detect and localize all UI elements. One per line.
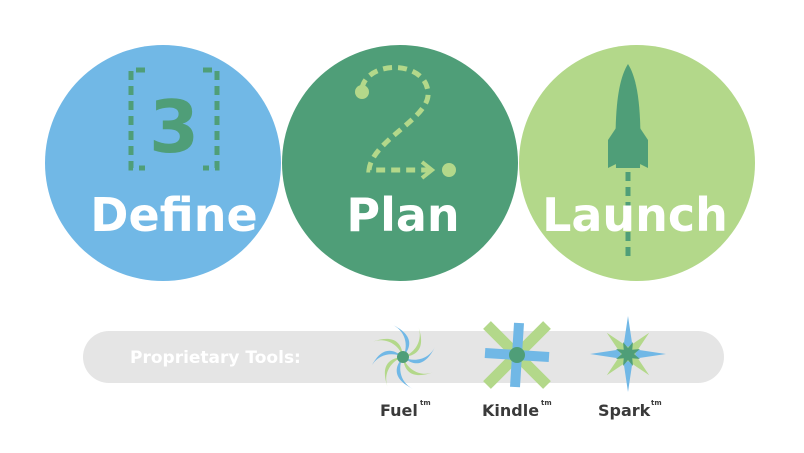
pinwheel-blade <box>403 327 422 357</box>
define-circle <box>45 45 281 281</box>
bracket-number-icon <box>128 67 220 171</box>
pinwheel-blade <box>403 357 433 376</box>
pinwheel-blade <box>373 338 403 357</box>
tool-name: Spark <box>598 401 651 420</box>
plan-label: Plan <box>346 188 459 242</box>
kindle-cross-icon <box>483 321 551 389</box>
tool-kindle-caption: Kindle tm <box>482 399 552 420</box>
tool-spark-caption: Spark tm <box>598 399 662 420</box>
tool-name: Fuel <box>380 401 418 420</box>
define-label: Define <box>90 188 257 242</box>
tool-name: Kindle <box>482 401 539 420</box>
pinwheel-blade <box>371 350 403 367</box>
plan-circle <box>282 45 518 281</box>
trademark-mark: tm <box>651 399 662 407</box>
define-icon-number: 3 <box>149 85 199 169</box>
trademark-mark: tm <box>541 399 552 407</box>
dashed-path-icon <box>355 65 456 180</box>
pinwheel-blade <box>393 325 410 357</box>
rocket-icon <box>608 64 648 262</box>
spark-star-icon <box>590 316 666 392</box>
pinwheel-blade <box>384 357 403 387</box>
fuel-pinwheel-icon <box>371 325 435 389</box>
trademark-mark: tm <box>420 399 431 407</box>
proprietary-tools-label: Proprietary Tools: <box>130 348 301 368</box>
pinwheel-blade <box>403 347 435 364</box>
pinwheel-hub <box>397 351 409 363</box>
pinwheel-blade <box>396 357 413 389</box>
tool-fuel-caption: Fuel tm <box>380 399 431 420</box>
stage-circles <box>45 45 755 281</box>
launch-label: Launch <box>542 188 728 242</box>
star-layer <box>615 341 641 367</box>
